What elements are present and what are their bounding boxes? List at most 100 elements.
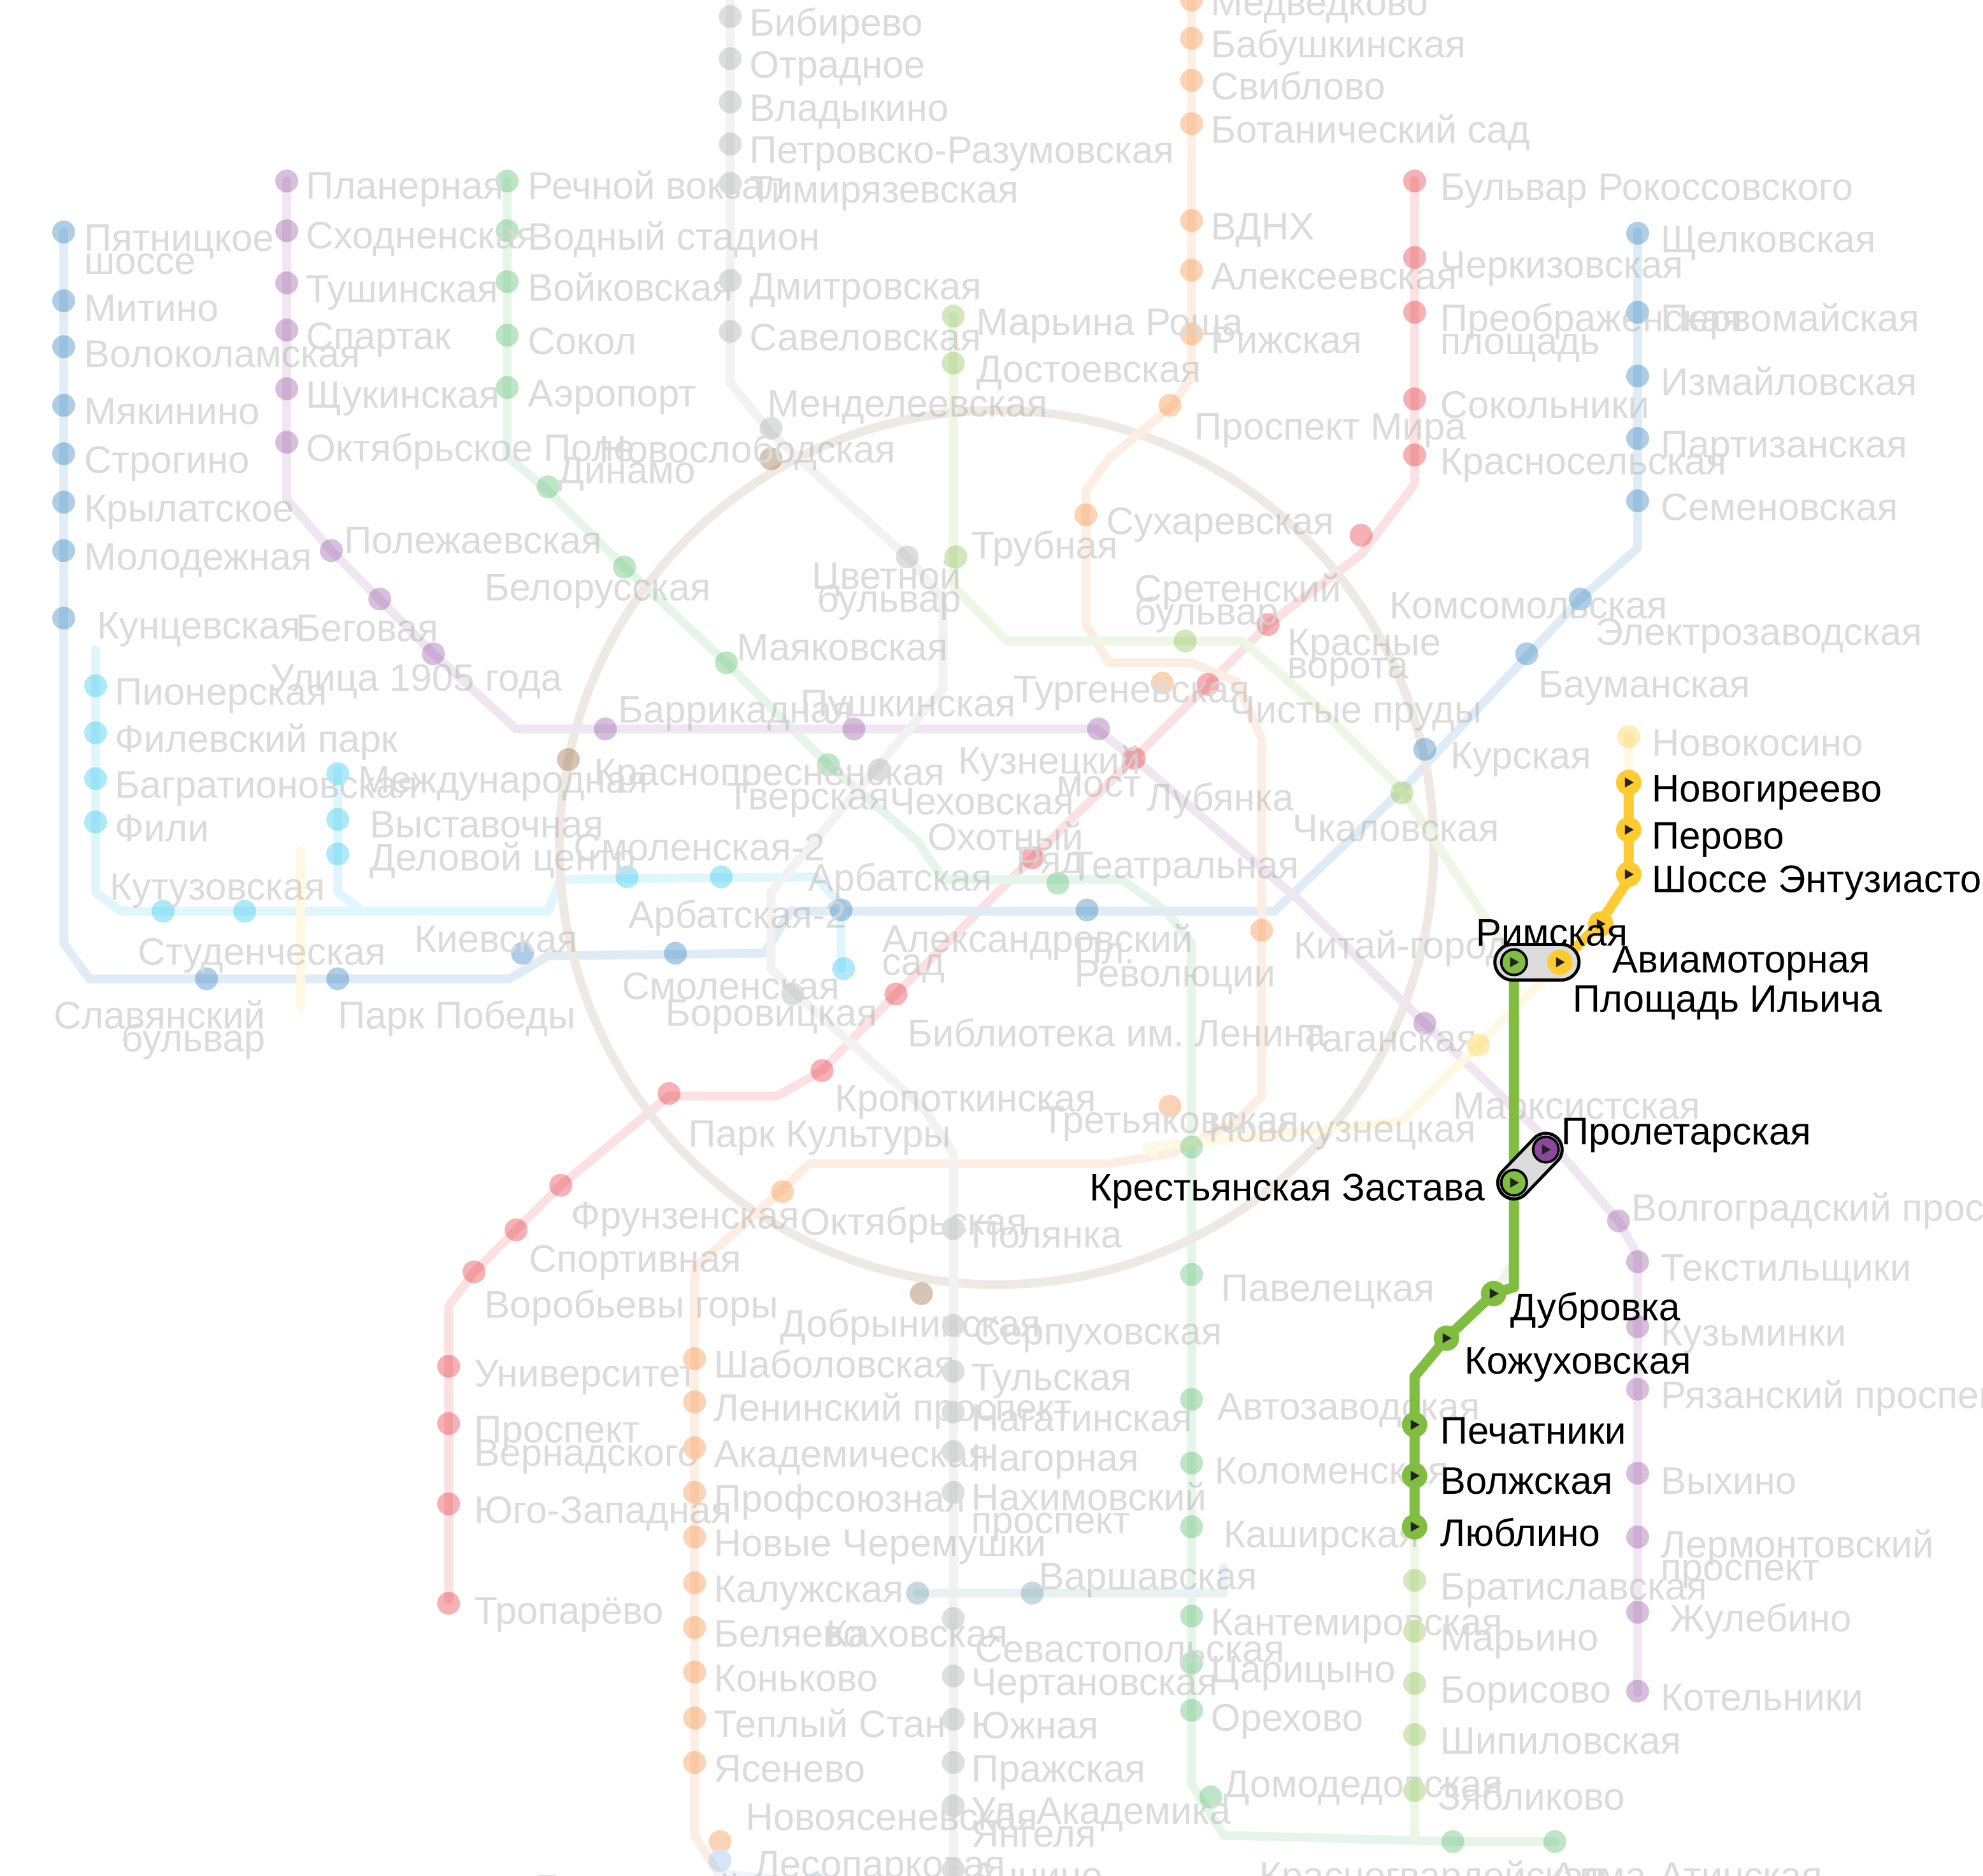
station-электрозаводская[interactable]: Электрозаводская [1568, 587, 1922, 653]
station-филевский-парк[interactable]: Филевский парк [84, 717, 398, 760]
station-нагатинская[interactable]: Нагатинская [941, 1397, 1192, 1440]
station-измайловская[interactable]: Измайловская [1626, 361, 1917, 403]
station-кутузовская[interactable]: Кутузовская [110, 865, 325, 923]
station-деловой-центр[interactable]: Деловой центр [326, 836, 635, 878]
station-чеховская[interactable]: Чеховская [868, 758, 1074, 822]
station-театральная[interactable]: Театральная [1046, 843, 1299, 895]
station-планерная[interactable]: Планерная [275, 164, 504, 207]
station-библиотека-им-ленина[interactable]: Библиотека им. Ленина [884, 982, 1326, 1055]
station-выставочная[interactable]: Выставочная [326, 803, 603, 845]
station-кожуховская[interactable]: Кожуховская [1433, 1325, 1691, 1382]
station-братиславская[interactable]: Братиславская [1403, 1565, 1707, 1608]
station-полежаевская[interactable]: Полежаевская [320, 519, 602, 562]
station-чистые-пруды[interactable]: Чистые пруды [1196, 673, 1482, 731]
station-маяковская[interactable]: Маяковская [715, 626, 948, 675]
station-алексеевская[interactable]: Алексеевская [1180, 255, 1457, 297]
station-крестьянская-застава[interactable]: Крестьянская Застава [1089, 1166, 1528, 1209]
station-калужская[interactable]: Калужская [683, 1568, 903, 1610]
station-марьино[interactable]: Марьино [1403, 1616, 1599, 1659]
station-краснопресненская[interactable]: Краснопресненская [557, 748, 945, 793]
station-новогиреево[interactable]: Новогиреево [1615, 767, 1882, 810]
station-бульвар-рокоссовского[interactable]: Бульвар Рокоссовского [1403, 166, 1853, 208]
station-китай-город[interactable]: Китай-город [1250, 919, 1508, 967]
station-ленинский-проспект[interactable]: Ленинский проспект [683, 1387, 1071, 1429]
station-бибирево[interactable]: Бибирево [719, 1, 922, 44]
station-смоленская-2[interactable]: Смоленская-2 [573, 826, 825, 889]
station-крылатское[interactable]: Крылатское [52, 487, 294, 529]
station-савеловская[interactable]: Савеловская [719, 316, 981, 359]
station-трубная[interactable]: Трубная [944, 524, 1118, 569]
station-марксистская[interactable]: Марксистская [1453, 1033, 1700, 1128]
station-римская[interactable]: Римская [1476, 912, 1628, 977]
station-чертановская[interactable]: Чертановская [941, 1661, 1217, 1703]
station-пушкинская[interactable]: Пушкинская [800, 682, 1015, 741]
station-бауманская[interactable]: Бауманская [1515, 642, 1750, 705]
station-шипиловская[interactable]: Шипиловская [1403, 1719, 1681, 1762]
station-каширская[interactable]: Каширская [1180, 1513, 1419, 1556]
station-новые-черемушки[interactable]: Новые Черемушки [683, 1522, 1046, 1565]
station-спартак[interactable]: Спартак [275, 315, 452, 357]
station-аннино[interactable]: Аннино [941, 1854, 1103, 1876]
station-выхино[interactable]: Выхино [1626, 1459, 1796, 1502]
station-южная[interactable]: Южная [941, 1704, 1098, 1747]
station-тургеневская[interactable]: Тургеневская [1013, 668, 1250, 710]
station-фили[interactable]: Фили [84, 806, 209, 849]
station-люблино[interactable]: Люблино [1401, 1512, 1600, 1554]
station-ясенево[interactable]: Ясенево [683, 1747, 865, 1790]
station-алма-атинская[interactable]: Алма-Атинская [1543, 1829, 1822, 1876]
station-павелецкая[interactable]: Павелецкая [1180, 1263, 1435, 1310]
station-новоясеневская[interactable]: Новоясеневская [708, 1796, 1038, 1853]
station-водный-стадион[interactable]: Водный стадион [496, 215, 820, 258]
station-серпуховская[interactable]: Серпуховская [941, 1310, 1222, 1353]
station-шоссе-энтузиастов[interactable]: Шоссе Энтузиастов [1615, 857, 1983, 900]
station-октябрьская[interactable]: Октябрьская [771, 1180, 1027, 1243]
station-щелковская[interactable]: Щелковская [1626, 218, 1876, 261]
station-третьяковская[interactable]: Третьяковская [1042, 1094, 1299, 1142]
station-кузьминки[interactable]: Кузьминки [1626, 1312, 1846, 1354]
station-дмитровская[interactable]: Дмитровская [719, 265, 982, 308]
station-менделеевская[interactable]: Менделеевская [759, 382, 1047, 440]
station-фрунзенская[interactable]: Фрунзенская [549, 1173, 799, 1237]
station-тропарёво[interactable]: Тропарёво [437, 1589, 663, 1632]
station-медведково[interactable]: Медведково [1180, 0, 1428, 24]
station-улица-1905-года[interactable]: Улица 1905 года [270, 642, 562, 699]
station-речной-вокзал[interactable]: Речной вокзал [496, 164, 785, 207]
station-таганская[interactable]: Таганская [1300, 1012, 1477, 1060]
station-варшавская[interactable]: Варшавская [1020, 1555, 1257, 1605]
station-парк-культуры[interactable]: Парк Культуры [657, 1082, 950, 1156]
station-зябликово[interactable]: Зябликово [1403, 1775, 1625, 1818]
station-волгоградский-проспект[interactable]: Волгоградский проспект [1607, 1187, 1983, 1233]
station-динамо[interactable]: Динамо [536, 448, 696, 499]
station-белорусская[interactable]: Белорусская [484, 555, 711, 608]
station-юго-западная[interactable]: Юго-Западная [437, 1489, 731, 1531]
station-пражская[interactable]: Пражская [941, 1747, 1145, 1790]
station-петровско-разумовская[interactable]: Петровско-Разумовская [719, 129, 1174, 171]
station-черкизовская[interactable]: Черкизовская [1403, 243, 1683, 286]
station-арбатская[interactable]: Арбатская [808, 856, 992, 922]
station-достоевская[interactable]: Достоевская [941, 348, 1201, 390]
station-жулебино[interactable]: Жулебино [1626, 1597, 1852, 1640]
station-каховская[interactable]: Каховская [826, 1581, 1008, 1655]
station-академическая[interactable]: Академическая [683, 1433, 989, 1475]
station-тимирязевская[interactable]: Тимирязевская [719, 168, 1019, 211]
station-добрынинская[interactable]: Добрынинская [780, 1282, 1040, 1345]
station-университет[interactable]: Университет [437, 1352, 696, 1395]
station-воробьевы-горы[interactable]: Воробьевы горы [462, 1260, 778, 1326]
station-боровицкая[interactable]: Боровицкая [665, 982, 877, 1035]
station-кантемировская[interactable]: Кантемировская [1180, 1601, 1503, 1643]
station-текстильщики[interactable]: Текстильщики [1626, 1247, 1912, 1289]
station-проспект-мира[interactable]: Проспект Мира [1158, 394, 1467, 448]
station-беговая[interactable]: Беговая [296, 587, 438, 649]
station-комсомольская[interactable]: Комсомольская [1349, 524, 1668, 626]
station-новокузнецкая[interactable]: Новокузнецкая [1180, 1108, 1476, 1159]
station-международная[interactable]: Международная [326, 758, 648, 801]
